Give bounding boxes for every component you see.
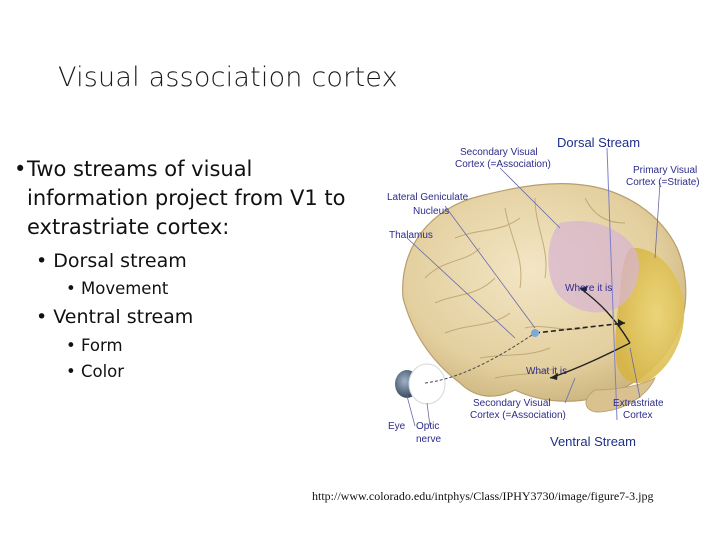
dorsal-region <box>548 221 639 313</box>
label-primary-1: Primary Visual <box>633 165 697 176</box>
ventral-arrow <box>549 342 631 379</box>
label-extrastriate-2: Cortex <box>623 410 652 421</box>
label-lgn-2: Nucleus <box>413 206 449 217</box>
label-lgn-1: Lateral Geniculate <box>387 192 469 203</box>
bullet-movement: • Movement <box>66 279 169 298</box>
label-extrastriate-1: Extrastriate <box>613 398 664 409</box>
bullet-dorsal-text: Dorsal stream <box>53 250 187 272</box>
bullet-main-text: Two streams of visual information projec… <box>27 157 346 239</box>
label-eye: Eye <box>388 421 406 432</box>
bullet-main: • Two streams of visual information proj… <box>14 155 364 242</box>
label-where-it-is: Where it is <box>565 283 612 294</box>
gyri-lines <box>424 197 626 379</box>
label-dorsal-stream: Dorsal Stream <box>557 135 640 150</box>
label-secondary-top-1: Secondary Visual <box>460 147 538 158</box>
bullet-ventral-text: Ventral stream <box>53 306 194 328</box>
slide-title: Visual association cortex <box>58 62 398 93</box>
label-ventral-stream: Ventral Stream <box>550 434 636 449</box>
dorsal-arrow <box>579 287 631 344</box>
bullet-color-text: Color <box>80 362 125 381</box>
brain-figure: Secondary Visual Cortex (=Association) D… <box>385 128 720 450</box>
label-optic-2: nerve <box>416 434 441 445</box>
source-url: http://www.colorado.edu/intphys/Class/IP… <box>312 489 654 503</box>
bullet-form: • Form <box>66 336 123 355</box>
bullet-movement-text: Movement <box>80 279 169 298</box>
bullet-color: • Color <box>66 362 125 381</box>
optic-pathway <box>424 332 536 384</box>
bullet-dorsal: • Dorsal stream <box>36 250 187 272</box>
leader-lines <box>406 167 661 427</box>
thalamus-dot <box>531 329 539 337</box>
bullet-ventral: • Ventral stream <box>36 306 194 328</box>
bullet-dot: • <box>14 157 27 181</box>
label-primary-2: Cortex (=Striate) <box>626 177 700 188</box>
label-thalamus: Thalamus <box>389 230 433 241</box>
label-what-it-is: What it is <box>526 366 567 377</box>
label-optic-1: Optic <box>416 421 439 432</box>
label-secondary-bottom-2: Cortex (=Association) <box>470 410 566 421</box>
label-secondary-bottom-1: Secondary Visual <box>473 398 551 409</box>
label-secondary-top-2: Cortex (=Association) <box>455 159 551 170</box>
bullet-form-text: Form <box>80 336 123 355</box>
